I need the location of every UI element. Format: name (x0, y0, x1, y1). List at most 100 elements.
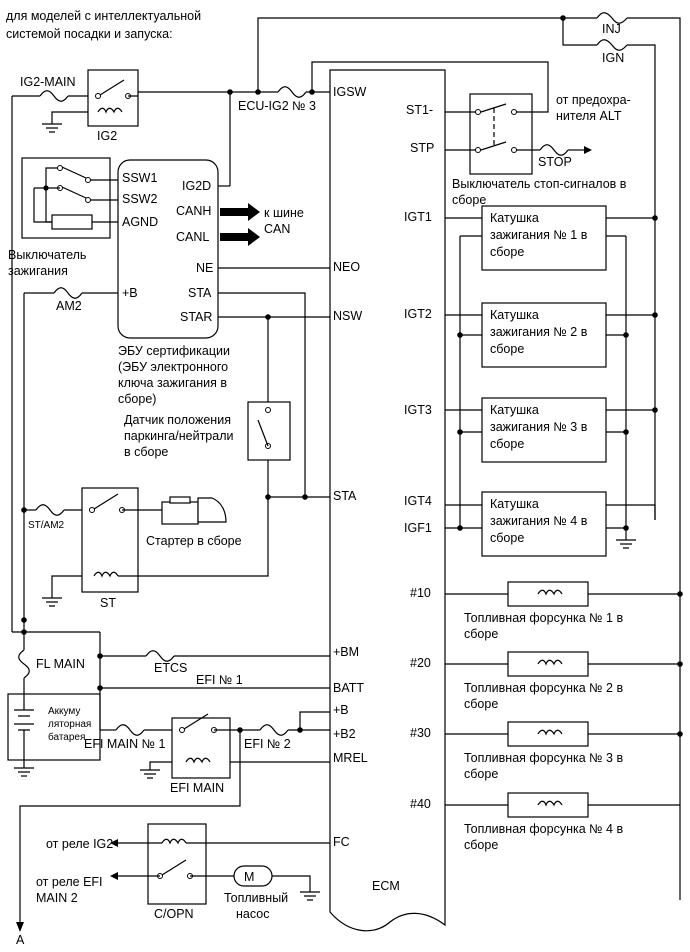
fuse-etcs-label: ETCS (154, 661, 187, 675)
ecm-pin-mrel: MREL (333, 751, 368, 765)
fuse-stop-icon (539, 144, 569, 156)
ecm-pin-b: +B (333, 703, 349, 717)
ecm-pin-40: #40 (410, 797, 431, 811)
stop-light-switch (469, 93, 533, 175)
fuel-injector-4 (445, 792, 680, 818)
ecm-pin-stp: STP (410, 141, 434, 155)
ecm-pin-b2: +B2 (333, 727, 356, 741)
fuse-etcs-icon (145, 650, 175, 662)
fuse-st-am2-icon (35, 504, 65, 516)
cert-ecu-label-1: ЭБУ сертификации (118, 344, 230, 358)
park-neutral-label-2: паркинга/нейтрали (124, 429, 233, 443)
top-power-wires (257, 17, 681, 900)
relay-input-efi-2: MAIN 2 (36, 891, 78, 905)
fuse-ig2-main-label: IG2-MAIN (20, 75, 76, 89)
cert-ecu-label-3: ключа зажигания в (118, 376, 227, 390)
ground-battery-icon (14, 767, 34, 777)
ecm-pin-neo: NEO (333, 260, 360, 274)
relay-ig2-label: IG2 (97, 129, 117, 143)
fuel-pump-symbol: M (244, 870, 254, 884)
coil-1-label-1: Катушка (490, 211, 539, 225)
coil-2-label-3: сборе (490, 342, 524, 356)
ecm-pin-igt2: IGT2 (404, 307, 432, 321)
ecm-pin-batt: BATT (333, 681, 364, 695)
can-bus-label-2: CAN (264, 222, 290, 236)
cert-pin-sta: STA (188, 286, 212, 300)
battery-label-3: батарея (48, 731, 85, 743)
cert-pin-agnd: AGND (122, 215, 158, 229)
fuse-am2-icon (53, 287, 83, 299)
starter-label: Стартер в сборе (146, 534, 242, 548)
fuse-st-am2-label: ST/AM2 (28, 520, 65, 531)
coil-2-label-2: зажигания № 2 в (490, 325, 588, 339)
fuse-ig2-main-icon (39, 90, 69, 102)
relay-ig2 (87, 69, 139, 127)
injector-4-label-1: Топливная форсунка № 4 в (464, 822, 623, 836)
fuse-fl-main-icon (18, 649, 30, 679)
stop-switch-label-2: сборе (452, 193, 486, 207)
ground-ig2-icon (42, 123, 62, 133)
cert-pin-star: STAR (180, 310, 212, 324)
injector-3-label-2: сборе (464, 767, 498, 781)
coil-4-label-1: Катушка (490, 497, 539, 511)
ignition-switch-label-2: зажигания (8, 264, 68, 278)
ecm-pin-igt4: IGT4 (404, 494, 432, 508)
starter-motor-icon (161, 496, 227, 525)
battery-label-1: Аккуму (48, 706, 80, 717)
ignition-switch-contacts (33, 165, 93, 230)
can-bus-label-1: к шине (264, 206, 304, 220)
fuse-ecu-ig2-label: ECU-IG2 № 3 (238, 99, 316, 113)
fuse-fl-main-label: FL MAIN (36, 657, 85, 671)
ignition-coil-2 (445, 302, 658, 368)
injector-2-label-2: сборе (464, 697, 498, 711)
injector-2-label-1: Топливная форсунка № 2 в (464, 681, 623, 695)
header-line-2: системой посадки и запуска: (6, 27, 173, 41)
coil-4-label-2: зажигания № 4 в (490, 514, 588, 528)
ground-fuel-pump-icon (300, 891, 320, 901)
coil-1-label-2: зажигания № 1 в (490, 228, 588, 242)
ecm-pin-igsw: IGSW (333, 85, 367, 99)
injector-1-label-1: Топливная форсунка № 1 в (464, 611, 623, 625)
ecm-pin-10: #10 (410, 586, 431, 600)
cert-pin-ssw1: SSW1 (122, 171, 157, 185)
cert-ecu-label-2: (ЭБУ электронного (118, 360, 228, 374)
connector-a-label: A (16, 933, 25, 947)
battery-icon (14, 694, 34, 760)
battery (7, 693, 101, 761)
fuel-pump-label-1: Топливный (224, 891, 288, 905)
ecm-pin-igf1: IGF1 (404, 521, 432, 535)
fuel-injector-1 (445, 581, 683, 607)
ground-efi-main-icon (140, 769, 160, 779)
coil-2-label-1: Катушка (490, 308, 539, 322)
injector-1-label-2: сборе (464, 627, 498, 641)
relay-input-efi-1: от реле EFI (36, 875, 103, 889)
ecm-pin-fc: FC (333, 835, 350, 849)
certification-ecu (117, 159, 219, 339)
cert-pin-ne: NE (196, 261, 213, 275)
fuse-stop-label: STOP (538, 155, 572, 169)
ground-coils-icon (616, 539, 636, 549)
battery-label-2: ляторная (48, 719, 91, 730)
fuse-efi2-icon (259, 724, 289, 736)
cert-pin-b: +B (122, 286, 138, 300)
coil-3-label-1: Катушка (490, 403, 539, 417)
alt-fuse-label-2: нителя ALT (556, 109, 622, 123)
ecm-pin-st1: ST1- (406, 103, 433, 117)
ignition-coil-1 (445, 205, 658, 271)
fuel-pump-label-2: насос (236, 907, 269, 921)
ecm-pin-nsw: NSW (333, 309, 362, 323)
coil-3-label-3: сборе (490, 437, 524, 451)
ignition-coil-3 (445, 397, 658, 463)
relay-copn-label: C/OPN (154, 907, 194, 921)
coil-1-label-3: сборе (490, 245, 524, 259)
coil-3-label-2: зажигания № 3 в (490, 420, 588, 434)
fuel-injector-2 (445, 651, 683, 677)
cert-pin-canh: CANH (176, 204, 211, 218)
ground-st-icon (42, 597, 62, 607)
cert-ecu-label-4: сборе) (118, 392, 156, 406)
park-neutral-contacts (257, 407, 271, 449)
park-neutral-label-3: в сборе (124, 445, 168, 459)
cert-pin-canl: CANL (176, 230, 209, 244)
